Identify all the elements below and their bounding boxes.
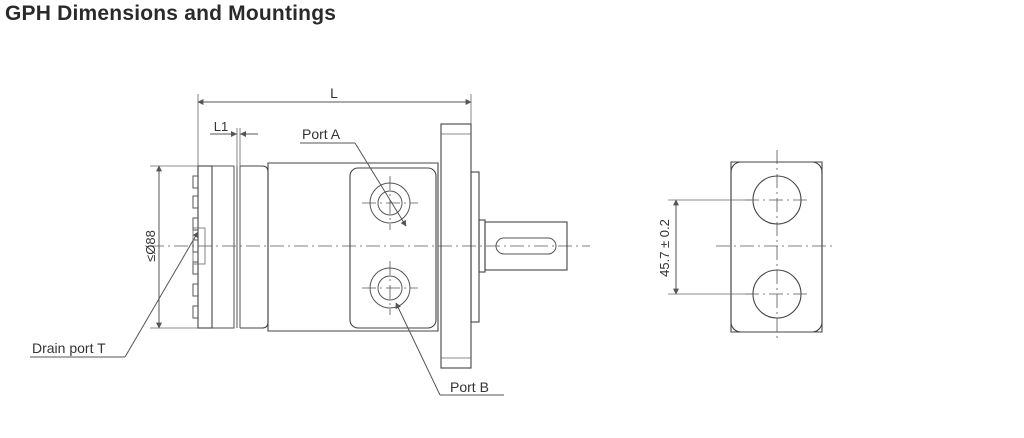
- port-view: 45.7 ± 0.2: [657, 150, 836, 340]
- flange: [440, 123, 480, 369]
- dimension-spacing: [668, 199, 753, 295]
- diameter-label: ≤Ø88: [143, 230, 158, 262]
- page-title: GPH Dimensions and Mountings: [5, 2, 337, 25]
- port-a: [362, 176, 418, 230]
- port-a-label: Port A: [302, 126, 341, 142]
- housing: [267, 162, 439, 332]
- end-cap: [192, 165, 269, 329]
- port-b: [362, 261, 418, 315]
- spacing-label: 45.7 ± 0.2: [657, 219, 672, 277]
- dimension-l: [197, 94, 472, 166]
- dimension-diameter: [150, 165, 198, 329]
- drain-port-label: Drain port T: [32, 340, 106, 356]
- port-b-leader: [395, 302, 504, 396]
- port-b-label: Port B: [450, 379, 489, 395]
- shaft: [478, 219, 568, 273]
- side-view: L L1 ≤Ø88 Port A Port B: [30, 85, 590, 396]
- port-a-leader: [300, 142, 407, 227]
- dimension-l1: [210, 128, 258, 166]
- dimension-l1-label: L1: [214, 119, 228, 134]
- drain-port-leader: [30, 231, 199, 358]
- port-plate: [730, 161, 823, 333]
- dimension-l-label: L: [330, 85, 338, 101]
